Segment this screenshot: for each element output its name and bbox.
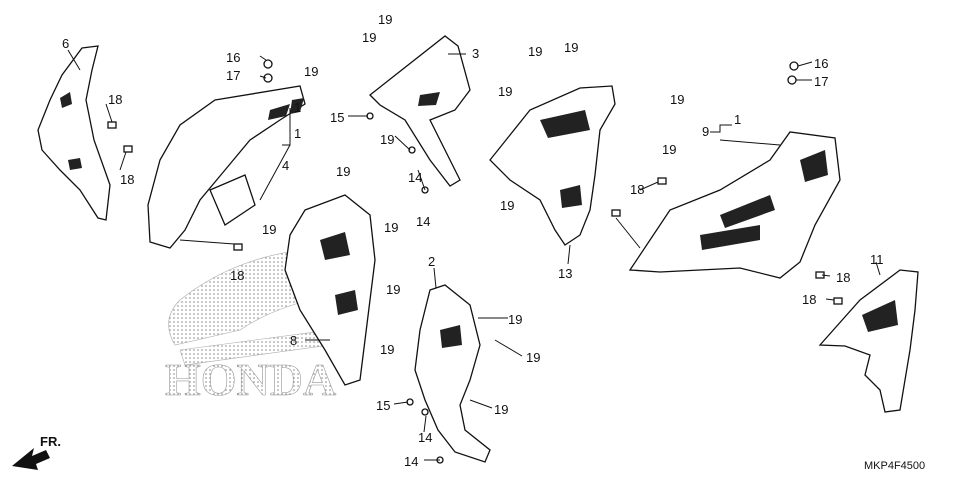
callout-17[interactable]: 17 — [814, 74, 828, 89]
diagram-code: MKP4F4500 — [864, 460, 925, 472]
callout-9[interactable]: 9 — [702, 124, 709, 139]
part-4-side-cowl[interactable] — [147, 85, 306, 249]
callout-16[interactable]: 16 — [226, 50, 240, 65]
callout-19[interactable]: 19 — [386, 282, 400, 297]
callout-19[interactable]: 19 — [526, 350, 540, 365]
part-3-upper-inner-cover[interactable] — [369, 35, 471, 187]
part-9-main-cowl[interactable] — [628, 131, 841, 279]
callout-19[interactable]: 19 — [670, 92, 684, 107]
callout-1[interactable]: 1 — [294, 126, 301, 141]
callout-19[interactable]: 19 — [262, 222, 276, 237]
honda-wing-watermark: HONDA — [165, 249, 337, 405]
part-8-lower-inner-panel[interactable] — [284, 194, 376, 386]
callout-19[interactable]: 19 — [380, 342, 394, 357]
front-direction-marker: FR. — [12, 434, 61, 470]
honda-wordmark: HONDA — [165, 354, 336, 405]
callout-3[interactable]: 3 — [472, 46, 479, 61]
callout-19[interactable]: 19 — [508, 312, 522, 327]
part-6-inner-panel[interactable] — [37, 45, 111, 221]
part-13-center-inner-panel[interactable] — [489, 85, 616, 246]
callout-14[interactable]: 14 — [416, 214, 430, 229]
callout-14[interactable]: 14 — [408, 170, 422, 185]
callout-19[interactable]: 19 — [564, 40, 578, 55]
callout-8[interactable]: 8 — [290, 333, 297, 348]
part-2-lower-front-panel[interactable] — [414, 284, 491, 463]
callout-18[interactable]: 18 — [802, 292, 816, 307]
callout-15[interactable]: 15 — [330, 110, 344, 125]
callout-4[interactable]: 4 — [282, 158, 289, 173]
part-11-side-panel[interactable] — [818, 269, 919, 413]
callout-18[interactable]: 18 — [108, 92, 122, 107]
callout-18[interactable]: 18 — [230, 268, 244, 283]
callout-1[interactable]: 1 — [294, 100, 301, 115]
callout-19[interactable]: 19 — [498, 84, 512, 99]
callout-18[interactable]: 18 — [120, 172, 134, 187]
callout-18[interactable]: 18 — [836, 270, 850, 285]
callout-17[interactable]: 17 — [226, 68, 240, 83]
front-label: FR. — [40, 434, 61, 449]
callout-19[interactable]: 19 — [336, 164, 350, 179]
callout-19[interactable]: 19 — [362, 30, 376, 45]
callout-19[interactable]: 19 — [380, 132, 394, 147]
callout-18[interactable]: 18 — [630, 182, 644, 197]
callout-6[interactable]: 6 — [62, 36, 69, 51]
callout-19[interactable]: 19 — [304, 64, 318, 79]
callout-19[interactable]: 19 — [384, 220, 398, 235]
callout-15[interactable]: 15 — [376, 398, 390, 413]
callout-19[interactable]: 19 — [500, 198, 514, 213]
leader-lines — [67, 49, 881, 461]
callout-19[interactable]: 19 — [528, 44, 542, 59]
callouts: 6 18 18 18 16 17 1 1 4 19 19 19 19 3 15 … — [62, 12, 884, 469]
callout-14[interactable]: 14 — [418, 430, 432, 445]
callout-19[interactable]: 19 — [494, 402, 508, 417]
callout-16[interactable]: 16 — [814, 56, 828, 71]
callout-13[interactable]: 13 — [558, 266, 572, 281]
callout-14[interactable]: 14 — [404, 454, 418, 469]
callout-19[interactable]: 19 — [662, 142, 676, 157]
callout-1[interactable]: 1 — [734, 112, 741, 127]
callout-19[interactable]: 19 — [378, 12, 392, 27]
callout-2[interactable]: 2 — [428, 254, 435, 269]
callout-11[interactable]: 11 — [870, 252, 884, 267]
